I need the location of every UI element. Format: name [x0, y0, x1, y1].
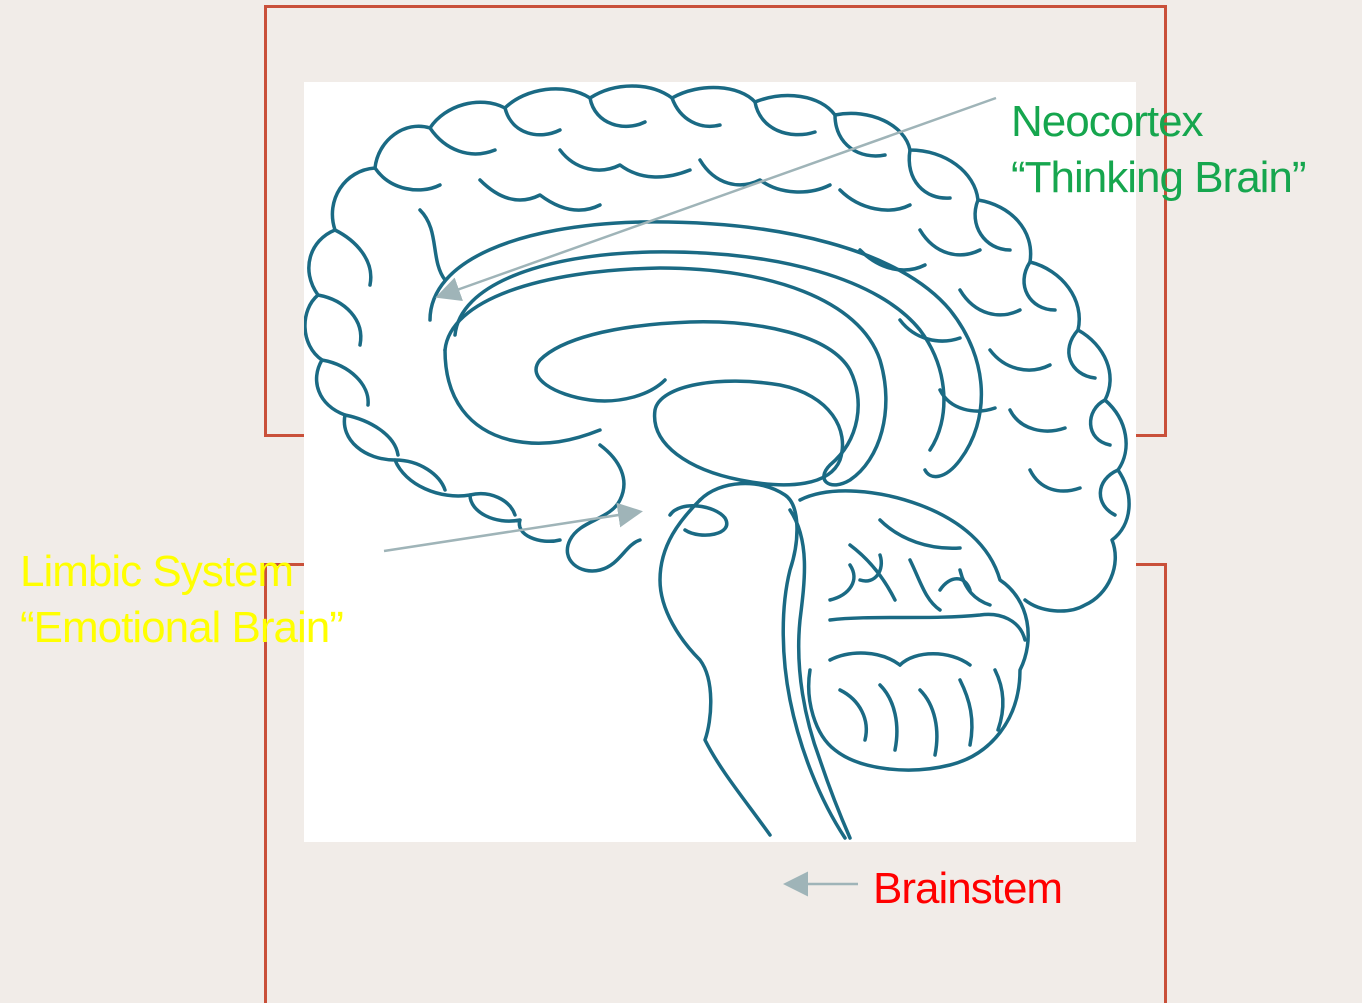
neocortex-arrow-icon [440, 98, 996, 296]
neocortex-label: Neocortex “Thinking Brain” [1011, 94, 1306, 206]
limbic-subtitle: “Emotional Brain” [20, 600, 343, 656]
brainstem-label: Brainstem [873, 861, 1062, 917]
neocortex-subtitle: “Thinking Brain” [1011, 150, 1306, 206]
limbic-title: Limbic System [20, 544, 343, 600]
neocortex-title: Neocortex [1011, 94, 1306, 150]
limbic-arrow-icon [384, 512, 638, 551]
limbic-label: Limbic System “Emotional Brain” [20, 544, 343, 656]
